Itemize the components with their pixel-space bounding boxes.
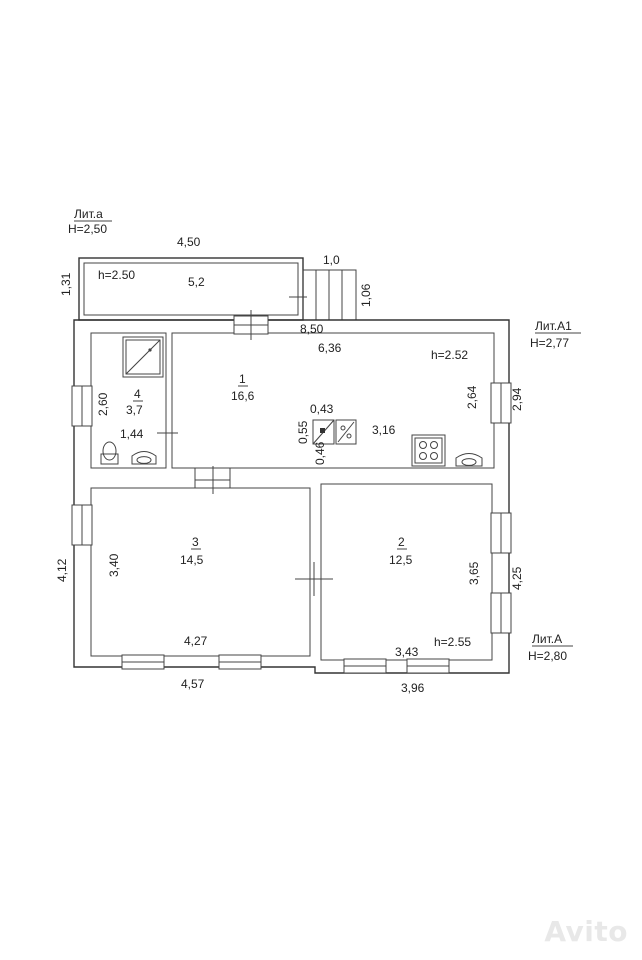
porch-steps bbox=[302, 269, 357, 321]
chimney-icon bbox=[312, 419, 335, 445]
window-icon bbox=[233, 310, 269, 340]
sink-icon bbox=[455, 453, 483, 467]
room-1-area: 16,6 bbox=[231, 389, 255, 403]
room-3-area: 14,5 bbox=[180, 553, 204, 567]
room-2-h: h=2.55 bbox=[434, 635, 471, 649]
room-4-area: 3,7 bbox=[126, 403, 143, 417]
watermark-logo: Avito bbox=[544, 915, 628, 948]
porch-h: h=2.50 bbox=[98, 268, 135, 282]
lit-a1-title: Лит.А1 bbox=[535, 319, 572, 333]
lit-a-small-title: Лит.а bbox=[74, 207, 103, 221]
door-icon bbox=[157, 420, 178, 448]
room-2-width: 3,43 bbox=[395, 645, 419, 659]
window-icon bbox=[490, 382, 512, 424]
room-3 bbox=[90, 466, 333, 657]
overall-top-width: 8,50 bbox=[300, 322, 324, 336]
window-icon bbox=[490, 512, 512, 554]
window-icon bbox=[490, 592, 512, 634]
room-1-depth: 2,64 bbox=[465, 385, 479, 409]
stove-icon bbox=[411, 434, 446, 467]
lit-a-height: H=2,80 bbox=[528, 649, 567, 663]
room-2 bbox=[320, 483, 493, 661]
room-4-depth: 2,60 bbox=[96, 392, 110, 416]
step-width: 1,0 bbox=[323, 253, 340, 267]
sink-icon bbox=[131, 451, 157, 465]
room-1-side: 3,16 bbox=[372, 423, 396, 437]
chimney-width: 0,43 bbox=[310, 402, 334, 416]
overall-bottom-right: 3,96 bbox=[401, 681, 425, 695]
room-3-width: 4,27 bbox=[184, 634, 208, 648]
room-2-number: 2 bbox=[398, 535, 405, 549]
chimney-h1: 0,55 bbox=[296, 420, 310, 444]
house-outline bbox=[73, 319, 510, 674]
porch-width: 4,50 bbox=[177, 235, 201, 249]
room-2-depth: 3,65 bbox=[467, 561, 481, 585]
door-icon bbox=[295, 562, 333, 596]
overall-left-depth: 4,12 bbox=[55, 558, 69, 582]
room-1-kitchen bbox=[171, 332, 495, 469]
porch-side: 1,31 bbox=[59, 272, 73, 296]
porch-area: 5,2 bbox=[188, 275, 205, 289]
room-4-number: 4 bbox=[134, 387, 141, 401]
overall-right-a1: 2,94 bbox=[510, 387, 524, 411]
room-3-number: 3 bbox=[192, 535, 199, 549]
room-3-depth: 3,40 bbox=[107, 553, 121, 577]
shower-icon bbox=[122, 336, 164, 378]
overall-right-a: 4,25 bbox=[510, 566, 524, 590]
room-4-width: 1,44 bbox=[120, 427, 144, 441]
window-icon bbox=[121, 654, 165, 670]
window-icon bbox=[343, 658, 387, 674]
window-icon bbox=[218, 654, 262, 670]
lit-a1-height: H=2,77 bbox=[530, 336, 569, 350]
overall-bottom-left: 4,57 bbox=[181, 677, 205, 691]
lit-a-title: Лит.А bbox=[532, 632, 562, 646]
window-icon bbox=[406, 658, 450, 674]
lit-a-small-height: H=2,50 bbox=[68, 222, 107, 236]
room-2-area: 12,5 bbox=[389, 553, 413, 567]
window-icon bbox=[71, 385, 93, 427]
room-1-h: h=2.52 bbox=[431, 348, 468, 362]
room-1-number: 1 bbox=[239, 372, 246, 386]
toilet-icon bbox=[100, 441, 119, 465]
chimney-h2: 0,46 bbox=[313, 441, 327, 465]
room-1-width: 6,36 bbox=[318, 341, 342, 355]
window-icon bbox=[71, 504, 93, 546]
step-length: 1,06 bbox=[359, 283, 373, 307]
door-icon bbox=[194, 466, 231, 494]
boiler-icon bbox=[335, 419, 357, 445]
